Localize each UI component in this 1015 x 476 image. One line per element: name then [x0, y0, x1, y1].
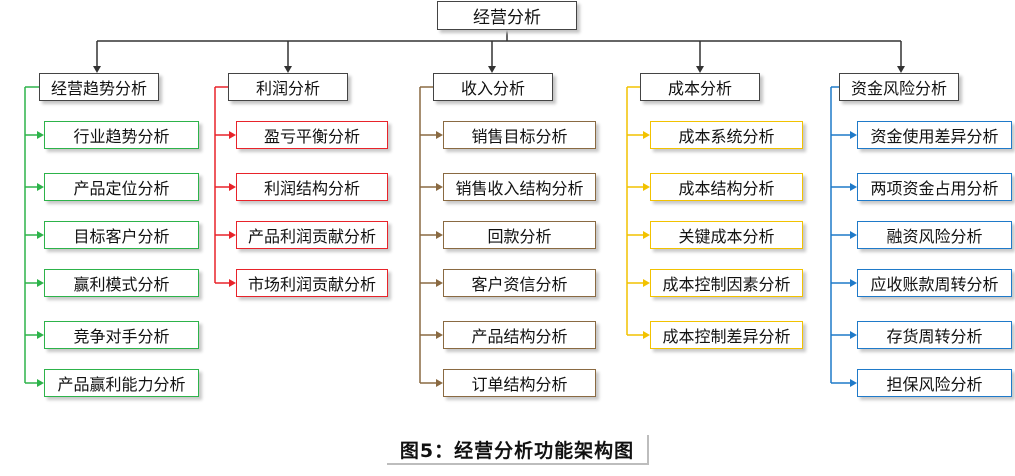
- branch-arrow-3-6: [436, 379, 443, 387]
- leaf-revenue-4[interactable]: 客户资信分析: [443, 269, 596, 297]
- branch-arrow-1-6: [37, 379, 44, 387]
- category-profit[interactable]: 利润分析: [228, 73, 348, 101]
- leaf-profit-3[interactable]: 产品利润贡献分析: [236, 221, 388, 249]
- branch-arrow-4-1: [643, 131, 650, 139]
- leaf-cost-3[interactable]: 关键成本分析: [650, 221, 803, 249]
- leaf-capital-4[interactable]: 应收账款周转分析: [857, 269, 1012, 297]
- leaf-capital-3[interactable]: 融资风险分析: [857, 221, 1012, 249]
- branch-arrow-1-1: [37, 131, 44, 139]
- leaf-profit-4[interactable]: 市场利润贡献分析: [236, 269, 388, 297]
- branch-arrow-1-3: [37, 231, 44, 239]
- header-arrow-4: [696, 66, 704, 73]
- leaf-cost-2[interactable]: 成本结构分析: [650, 173, 803, 201]
- branch-arrow-2-2: [229, 183, 236, 191]
- branch-arrow-5-1: [850, 131, 857, 139]
- leaf-capital-6[interactable]: 担保风险分析: [857, 369, 1012, 397]
- branch-arrow-1-2: [37, 183, 44, 191]
- branch-arrow-3-4: [436, 279, 443, 287]
- branch-arrow-5-5: [850, 331, 857, 339]
- figure-caption: 图5：经营分析功能架构图: [387, 435, 649, 465]
- leaf-revenue-5[interactable]: 产品结构分析: [443, 321, 596, 349]
- branch-arrow-2-4: [229, 279, 236, 287]
- category-revenue[interactable]: 收入分析: [433, 73, 553, 101]
- branch-arrow-3-3: [436, 231, 443, 239]
- leaf-trend-5[interactable]: 竞争对手分析: [44, 321, 199, 349]
- branch-arrow-5-6: [850, 379, 857, 387]
- leaf-cost-1[interactable]: 成本系统分析: [650, 121, 803, 149]
- branch-arrow-5-2: [850, 183, 857, 191]
- branch-arrow-4-4: [643, 279, 650, 287]
- category-capital-risk[interactable]: 资金风险分析: [839, 73, 959, 101]
- leaf-profit-2[interactable]: 利润结构分析: [236, 173, 388, 201]
- leaf-trend-4[interactable]: 赢利模式分析: [44, 269, 199, 297]
- header-arrow-2: [284, 66, 292, 73]
- leaf-revenue-6[interactable]: 订单结构分析: [443, 369, 596, 397]
- branch-arrow-3-2: [436, 183, 443, 191]
- category-trend[interactable]: 经营趋势分析: [39, 73, 159, 101]
- leaf-trend-3[interactable]: 目标客户分析: [44, 221, 199, 249]
- root-node[interactable]: 经营分析: [437, 1, 577, 30]
- leaf-trend-6[interactable]: 产品赢利能力分析: [44, 369, 199, 397]
- leaf-profit-1[interactable]: 盈亏平衡分析: [236, 121, 388, 149]
- leaf-revenue-3[interactable]: 回款分析: [443, 221, 596, 249]
- branch-arrow-2-1: [229, 131, 236, 139]
- leaf-cost-4[interactable]: 成本控制因素分析: [650, 269, 803, 297]
- header-arrow-3: [488, 66, 496, 73]
- leaf-revenue-2[interactable]: 销售收入结构分析: [443, 173, 596, 201]
- leaf-capital-1[interactable]: 资金使用差异分析: [857, 121, 1012, 149]
- header-arrow-5: [897, 66, 905, 73]
- branch-arrow-2-3: [229, 231, 236, 239]
- leaf-revenue-1[interactable]: 销售目标分析: [443, 121, 596, 149]
- branch-arrow-3-5: [436, 331, 443, 339]
- branch-arrow-4-3: [643, 231, 650, 239]
- leaf-capital-2[interactable]: 两项资金占用分析: [857, 173, 1012, 201]
- branch-arrow-4-5: [643, 331, 650, 339]
- category-cost[interactable]: 成本分析: [640, 73, 760, 101]
- branch-arrow-1-4: [37, 279, 44, 287]
- leaf-capital-5[interactable]: 存货周转分析: [857, 321, 1012, 349]
- branch-arrow-5-4: [850, 279, 857, 287]
- leaf-trend-2[interactable]: 产品定位分析: [44, 173, 199, 201]
- branch-arrow-4-2: [643, 183, 650, 191]
- branch-arrow-1-5: [37, 331, 44, 339]
- leaf-cost-5[interactable]: 成本控制差异分析: [650, 321, 803, 349]
- branch-arrow-5-3: [850, 231, 857, 239]
- leaf-trend-1[interactable]: 行业趋势分析: [44, 121, 199, 149]
- header-arrow-1: [93, 66, 101, 73]
- branch-arrow-3-1: [436, 131, 443, 139]
